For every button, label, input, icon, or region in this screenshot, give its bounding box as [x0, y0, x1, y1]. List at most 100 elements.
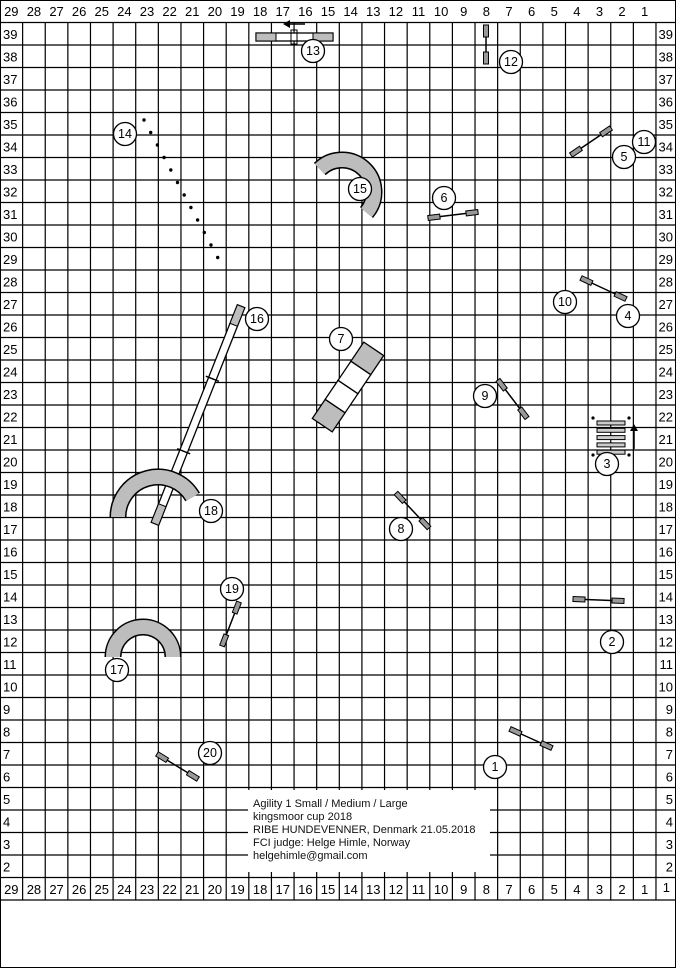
column-label-bottom: 18: [253, 882, 267, 897]
column-label-top: 27: [49, 4, 63, 19]
row-label-right: 6: [666, 769, 673, 784]
row-label-left: 17: [3, 522, 17, 537]
obstacle-curved-tunnel: [104, 618, 182, 658]
obstacle-number-circle: [219, 576, 245, 602]
column-label-top: 3: [596, 4, 603, 19]
obstacle-number: 20: [203, 746, 217, 760]
seesaw-contact-zone: [312, 32, 334, 42]
row-label-left: 31: [3, 207, 17, 222]
weave-pole: [202, 230, 206, 235]
row-label-right: 33: [659, 162, 673, 177]
weave-pole: [142, 118, 146, 122]
dogwalk-support: [176, 447, 191, 455]
column-label-top: 19: [230, 4, 244, 19]
row-label-left: 23: [3, 387, 17, 402]
row-label-left: 38: [3, 49, 17, 64]
obstacle-label: 17: [104, 657, 130, 683]
column-label-top: 2: [618, 4, 625, 19]
jump-wing: [465, 208, 479, 217]
obstacle-label: 16: [244, 306, 270, 332]
obstacle-number: 10: [558, 295, 572, 309]
row-label-right: 18: [659, 499, 673, 514]
obstacle-label: 3: [594, 451, 620, 477]
column-label-top: 4: [573, 4, 580, 19]
obstacle-jump: [568, 125, 614, 158]
row-label-left: 22: [3, 409, 17, 424]
jump-wing: [418, 516, 432, 531]
column-label-top: 23: [140, 4, 154, 19]
row-label-right: 8: [666, 724, 673, 739]
column-label-bottom: 7: [505, 882, 512, 897]
tunnel-body: [314, 153, 381, 218]
obstacle-number: 13: [306, 44, 320, 58]
row-label-left: 21: [3, 432, 17, 447]
info-line-event: kingsmoor cup 2018: [253, 811, 352, 823]
column-label-bottom: 28: [27, 882, 41, 897]
obstacle-label: 7: [328, 326, 354, 352]
column-label-bottom: 11: [412, 882, 426, 897]
column-label-top: 21: [185, 4, 199, 19]
weave-pole: [195, 218, 200, 222]
row-label-right: 5: [666, 792, 673, 807]
row-label-left: 32: [3, 184, 17, 199]
obstacle-label: 18: [198, 498, 224, 524]
column-label-top: 10: [434, 4, 448, 19]
jump-wing: [517, 406, 530, 421]
column-label-bottom: 16: [298, 882, 312, 897]
obstacle-straight-tunnel: [311, 341, 385, 433]
row-label-right: 1: [663, 880, 670, 895]
weave-pole: [162, 155, 166, 160]
jump-wing: [155, 751, 170, 764]
obstacle-number-circle: [615, 303, 641, 329]
row-label-right: 30: [659, 229, 673, 244]
column-label-top: 15: [321, 4, 335, 19]
row-label-left: 4: [3, 814, 10, 829]
column-label-bottom: 22: [162, 882, 176, 897]
arrow-head-icon: [283, 20, 290, 28]
obstacle-number: 18: [204, 504, 218, 518]
jump-wing: [539, 740, 554, 751]
column-label-top: 7: [505, 4, 512, 19]
obstacle-number-circle: [198, 498, 224, 524]
column-label-bottom: 24: [117, 882, 131, 897]
column-label-bottom: 8: [483, 882, 490, 897]
row-label-right: 37: [659, 72, 673, 87]
column-label-bottom: 3: [596, 882, 603, 897]
weave-pole: [209, 243, 213, 247]
arrow-head-icon: [630, 424, 638, 431]
column-label-top: 1: [641, 4, 648, 19]
column-label-bottom: 20: [208, 882, 222, 897]
column-label-top: 24: [117, 4, 131, 19]
obstacle-curved-tunnel: [313, 151, 383, 219]
dogwalk-contact-zone: [229, 304, 246, 327]
obstacle-number-circle: [482, 754, 508, 780]
row-label-left: 19: [3, 477, 17, 492]
weave-pole: [149, 130, 153, 135]
corner-marker: [591, 453, 595, 457]
obstacle-jump: [483, 24, 489, 65]
straight-tunnel: [311, 341, 385, 433]
jump-wing: [508, 726, 523, 737]
obstacle-jump: [579, 275, 628, 302]
row-label-left: 16: [3, 544, 17, 559]
row-label-left: 20: [3, 454, 17, 469]
column-label-bottom: 2: [618, 882, 625, 897]
column-label-bottom: 23: [140, 882, 154, 897]
obstacle-label: 19: [219, 576, 245, 602]
long-jump-plank: [596, 420, 626, 426]
obstacle-number: 19: [225, 582, 239, 596]
row-label-left: 3: [3, 837, 10, 852]
obstacle-number-circle: [347, 176, 373, 202]
column-label-top: 25: [95, 4, 109, 19]
obstacle-number-circle: [244, 306, 270, 332]
row-label-right: 34: [659, 139, 673, 154]
column-label-bottom: 6: [528, 882, 535, 897]
obstacle-number-circle: [498, 49, 524, 75]
corner-marker: [627, 453, 631, 457]
obstacle-number: 8: [398, 522, 405, 536]
obstacle-dogwalk: [150, 303, 246, 527]
row-label-left: 30: [3, 229, 17, 244]
column-label-top: 18: [253, 4, 267, 19]
obstacle-number: 15: [353, 182, 367, 196]
